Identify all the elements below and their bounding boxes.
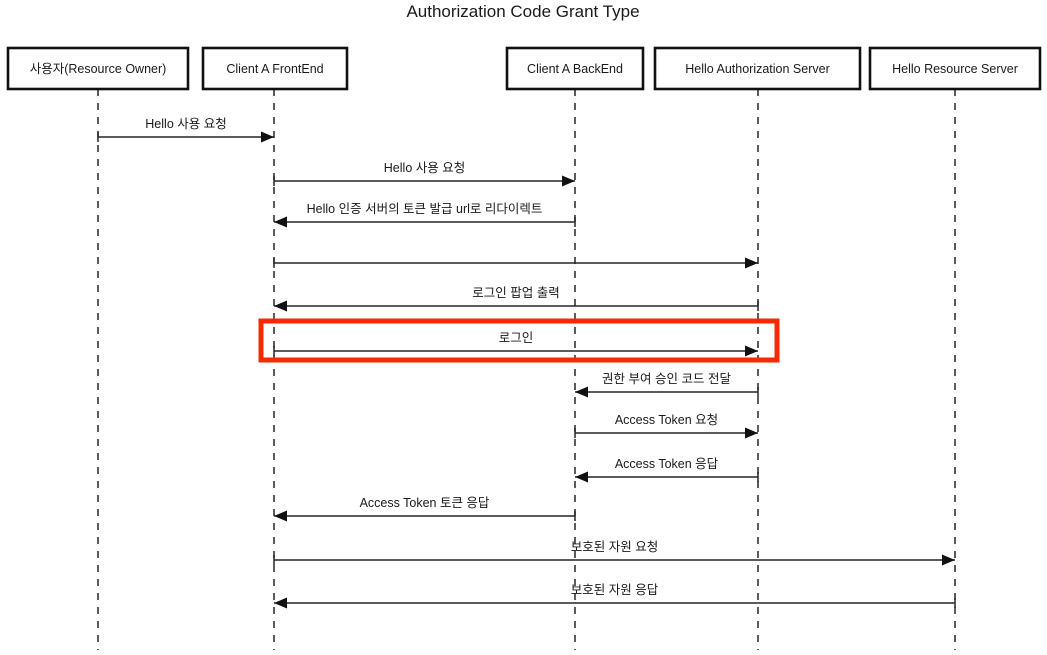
message-4[interactable]: 로그인 팝업 출력 <box>274 286 759 312</box>
message-label-7: Access Token 요청 <box>615 413 718 427</box>
message-label-10: 보호된 자원 요청 <box>571 540 658 554</box>
highlight-layer <box>258 318 780 363</box>
message-arrowhead-6 <box>575 386 588 398</box>
participant-box-frontend[interactable] <box>201 46 349 91</box>
message-6[interactable]: 권한 부여 승인 코드 전달 <box>575 372 759 398</box>
participant-box-backend[interactable] <box>505 46 645 91</box>
message-11[interactable]: 보호된 자원 응답 <box>274 583 956 609</box>
message-arrowhead-5 <box>745 345 758 357</box>
message-label-11: 보호된 자원 응답 <box>571 583 659 597</box>
participant-box-user[interactable] <box>6 46 190 91</box>
participant-box-authserver[interactable] <box>653 46 862 91</box>
message-arrowhead-0 <box>261 131 274 143</box>
message-8[interactable]: Access Token 응답 <box>575 457 759 483</box>
message-1[interactable]: Hello 사용 요청 <box>273 161 575 187</box>
message-arrowhead-3 <box>745 257 758 269</box>
message-label-8: Access Token 응답 <box>615 457 719 471</box>
participant-box-resourceserver[interactable] <box>868 46 1042 91</box>
message-5[interactable]: 로그인 <box>273 331 758 357</box>
participant-label-user: 사용자(Resource Owner) <box>30 62 167 76</box>
participant-frontend[interactable]: Client A FrontEnd <box>201 46 349 91</box>
message-7[interactable]: Access Token 요청 <box>574 413 758 439</box>
messages-layer: Hello 사용 요청 Hello 사용 요청 Hello 인증 서버의 토큰 발급… <box>97 117 956 609</box>
message-9[interactable]: Access Token 토큰 응답 <box>274 496 576 522</box>
message-3[interactable] <box>273 257 758 269</box>
participant-authserver[interactable]: Hello Authorization Server <box>653 46 862 91</box>
participant-label-backend: Client A BackEnd <box>527 62 623 76</box>
participant-boxes-layer: 사용자(Resource Owner) Client A FrontEnd Clie… <box>6 46 1042 91</box>
message-10[interactable]: 보호된 자원 요청 <box>273 540 955 566</box>
participant-backend[interactable]: Client A BackEnd <box>505 46 645 91</box>
message-arrowhead-2 <box>274 216 287 228</box>
message-0[interactable]: Hello 사용 요청 <box>97 117 274 143</box>
message-arrowhead-4 <box>274 300 287 312</box>
message-arrowhead-9 <box>274 510 287 522</box>
login-step-highlight[interactable] <box>258 318 780 363</box>
participant-user[interactable]: 사용자(Resource Owner) <box>6 46 190 91</box>
message-label-2: Hello 인증 서버의 토큰 발급 url로 리다이렉트 <box>307 202 543 216</box>
message-arrowhead-1 <box>562 175 575 187</box>
message-arrowhead-11 <box>274 597 287 609</box>
participant-label-resourceserver: Hello Resource Server <box>892 62 1018 76</box>
message-2[interactable]: Hello 인증 서버의 토큰 발급 url로 리다이렉트 <box>274 202 576 228</box>
message-label-1: Hello 사용 요청 <box>384 161 465 175</box>
message-arrowhead-7 <box>745 427 758 439</box>
message-label-6: 권한 부여 승인 코드 전달 <box>602 372 731 386</box>
message-label-5: 로그인 <box>499 331 534 345</box>
message-label-4: 로그인 팝업 출력 <box>472 286 559 300</box>
message-arrowhead-8 <box>575 471 588 483</box>
participant-label-authserver: Hello Authorization Server <box>685 62 830 76</box>
participant-resourceserver[interactable]: Hello Resource Server <box>868 46 1042 91</box>
participant-label-frontend: Client A FrontEnd <box>226 62 323 76</box>
message-label-9: Access Token 토큰 응답 <box>360 496 490 510</box>
page-title: Authorization Code Grant Type <box>406 2 639 21</box>
message-label-0: Hello 사용 요청 <box>145 117 226 131</box>
lifelines-layer <box>97 89 956 650</box>
message-arrowhead-10 <box>942 554 955 566</box>
